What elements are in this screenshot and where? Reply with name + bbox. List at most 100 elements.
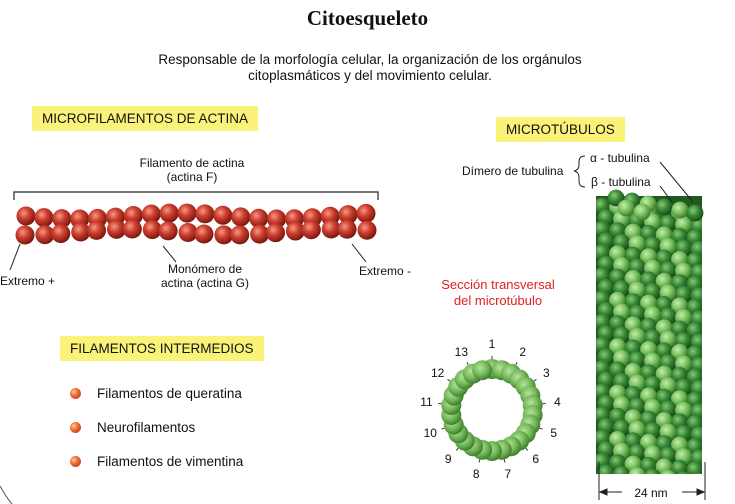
beta-tubulin-label: β - tubulina [591,175,651,189]
plus-end-label: Extremo + [0,274,56,288]
tubulin-dimer [644,468,661,474]
cross-section-label: Sección transversal del microtúbulo [418,277,578,309]
tubulin-dimer [628,467,646,474]
actin-monomer [266,223,286,243]
actin-filament-label: Filamento de actina (actina F) [112,156,272,184]
protofilament-number: 9 [444,452,452,467]
protofilament-number: 12 [430,365,445,380]
protofilament-leader [441,427,445,430]
protofilament-leader [478,459,481,463]
actin-monomer [321,219,341,239]
actin-filament-label-line-1: Filamento de actina [139,156,245,170]
microtubule-top-cap [607,189,704,222]
protofilament-leader [525,447,529,451]
actin-monomer [213,205,233,225]
intermediate-filaments-list: Filamentos de queratina Neurofilamentos … [70,384,243,486]
microtubule-cross-section [441,359,543,461]
protofilament-number: 7 [504,467,512,482]
list-item: Filamentos de queratina [70,384,243,402]
actin-monomer [71,222,91,242]
cross-section-label-line-2: del microtúbulo [453,293,543,308]
actin-monomer [337,219,357,239]
microfilaments-heading: MICROFILAMENTOS DE ACTINA [32,106,259,131]
actin-monomer [177,203,197,223]
actin-monomer [87,220,107,240]
actin-monomer [285,221,305,241]
tubulin-dimer [671,201,689,219]
actin-monomer [356,203,376,223]
bullet-icon [70,455,81,467]
tubulin-dimer [686,461,702,474]
minus-end-label: Extremo - [359,264,412,278]
actin-monomer-label-line-1: Monómero de [167,262,243,276]
protofilament-number: 11 [420,395,433,410]
protofilament-leader [503,459,506,463]
actin-monomer [195,204,215,224]
microtubules-heading: MICROTÚBULOS [496,117,625,142]
actin-monomer-label-line-2: actina (actina G) [160,276,250,290]
minus-end-pointer [351,243,367,263]
actin-monomer [250,224,270,244]
bullet-icon [70,421,81,433]
protofilament-number: 6 [532,452,540,467]
protofilament-number: 2 [519,344,526,359]
actin-leader-lines [9,243,367,271]
protofilament-number: 5 [550,426,558,441]
tubulin-dimer [633,203,651,221]
bullet-icon [70,387,81,399]
tubulin-dimer [655,198,673,216]
protofilament-number: 3 [542,365,550,380]
protofilament-number: 10 [423,426,437,441]
tubulin-subunit [472,360,493,381]
diameter-dimension [598,462,706,500]
subtitle-line-2: citoplasmáticos y del movimiento celular… [248,68,492,83]
actin-monomer [106,219,126,239]
intermediate-filaments-heading: FILAMENTOS INTERMEDIOS [60,336,264,361]
actin-filament-bracket [13,191,379,200]
dimer-brace [573,155,586,188]
actin-monomer [178,222,198,242]
actin-monomer [15,225,35,245]
actin-monomer [123,206,143,226]
plus-end-pointer [9,243,21,271]
actin-monomer [142,220,162,240]
protofilament-number: 1 [488,337,496,351]
subtitle: Responsable de la morfología celular, la… [100,52,640,84]
alpha-tubulin-label: α - tubulina [590,151,650,165]
actin-monomer [338,205,358,225]
actin-monomer [158,221,178,241]
list-item-label: Neurofilamentos [97,419,196,435]
protofilament-number: 4 [554,395,561,410]
tubulin-dimer [613,465,630,474]
cross-section-label-line-1: Sección transversal [441,277,555,292]
tubulin-dimer [694,472,702,474]
actin-monomer [16,206,36,226]
tubulin-dimer [686,204,704,222]
protofilament-leader-lines [438,356,546,463]
diameter-label: 24 nm [634,486,668,500]
actin-filament [15,203,377,245]
actin-filament-label-line-2: (actina F) [166,170,218,184]
protofilament-leader [515,361,518,366]
list-item: Neurofilamentos [70,418,243,436]
actin-monomer [159,203,179,223]
page-title: Citoesqueleto [306,6,429,30]
actin-monomer [51,224,71,244]
protofilament-number: 8 [472,467,480,482]
list-item: Filamentos de vimentina [70,452,243,470]
actin-monomer [52,209,72,229]
microtubule-tubulin-dimers [596,197,702,474]
actin-monomer [141,204,161,224]
actin-monomer-label: Monómero de actina (actina G) [140,262,270,290]
alpha-tubulin-pointer [659,161,694,203]
tubulin-dimer [671,459,688,474]
protofilament-leader [455,447,459,451]
actin-monomer [231,207,251,227]
list-item-label: Filamentos de queratina [97,385,242,401]
edge-curve [0,485,13,504]
tubulin-dimer [660,470,676,474]
actin-monomer [34,208,54,228]
actin-monomer [357,220,377,240]
list-item-label: Filamentos de vimentina [97,453,244,469]
beta-tubulin-pointer [659,185,673,203]
